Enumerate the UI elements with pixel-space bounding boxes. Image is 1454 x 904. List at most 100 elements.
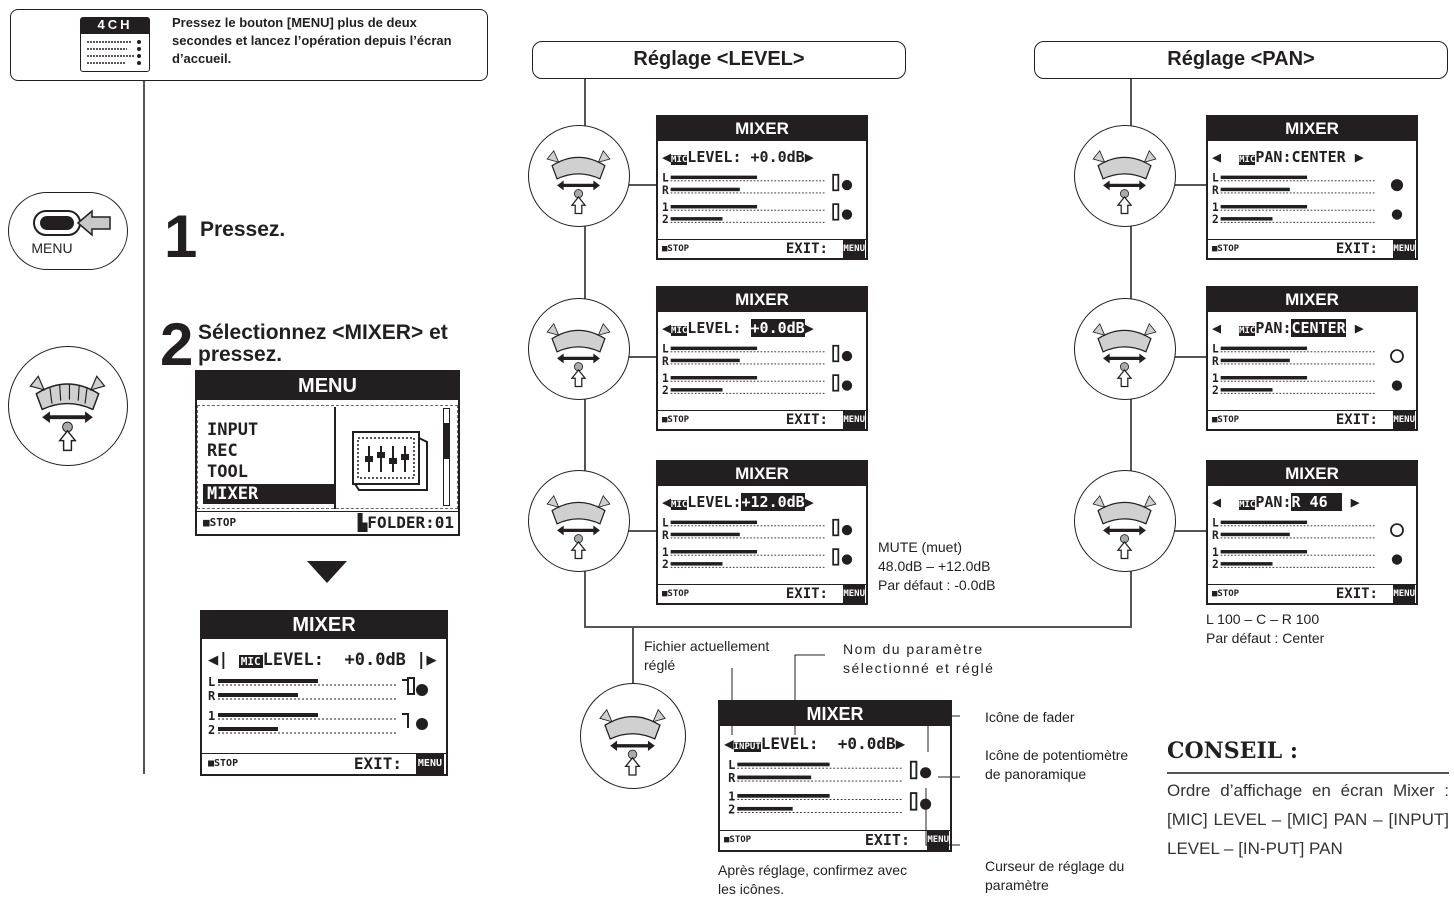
svg-text:R: R <box>1212 355 1219 368</box>
menu-scrollbar[interactable] <box>443 408 450 506</box>
mixer-pan-row: ◀ MICPAN:CENTER ▶ <box>1208 148 1416 166</box>
pan-range-notes: L 100 – C – R 100 Par défaut : Center <box>1206 610 1406 648</box>
left-arrow-icon[interactable]: ◀| <box>208 650 239 670</box>
badge-meter-icon <box>80 33 150 72</box>
badge-label: 4CH <box>80 17 150 33</box>
left-arrow-icon[interactable]: ◀ <box>1212 493 1231 511</box>
level-label: LEVEL: <box>687 319 742 337</box>
left-arrow-icon[interactable]: ◀ <box>1212 319 1231 337</box>
divider <box>334 407 336 509</box>
level-label: LEVEL: <box>760 734 819 753</box>
svg-text:2: 2 <box>728 802 735 816</box>
stop-key-label: ■STOP <box>203 516 237 529</box>
exit-label: EXIT: <box>864 831 910 849</box>
svg-text:R: R <box>1212 529 1219 542</box>
svg-text:R: R <box>1212 184 1219 197</box>
mixer-title: MIXER <box>1208 117 1416 141</box>
exit-label: EXIT: <box>353 754 402 773</box>
svg-text:L: L <box>662 172 669 185</box>
left-arrow-icon[interactable]: ◀ <box>662 493 672 511</box>
right-arrow-icon[interactable]: |▶ <box>405 650 437 670</box>
annotation-confirm: Après réglage, confirmez avec les icônes… <box>718 862 908 897</box>
left-arrow-icon[interactable]: ◀ <box>1212 148 1231 166</box>
menu-item-tool[interactable]: TOOL <box>207 462 248 482</box>
level-value: +0.0dB <box>344 650 406 670</box>
right-arrow-icon[interactable]: ▶ <box>804 148 814 166</box>
step-2-text: Sélectionnez <MIXER> et pressez. <box>198 321 448 366</box>
left-arrow-icon[interactable]: ◀ <box>724 734 734 753</box>
menu-item-mixer[interactable]: MIXER <box>203 484 335 504</box>
svg-text:1: 1 <box>208 709 215 723</box>
menu-item-input[interactable]: INPUT <box>207 420 259 440</box>
exit-label: EXIT: <box>785 412 828 428</box>
level-label: LEVEL: <box>687 148 742 166</box>
menu-key-label[interactable]: MENU <box>1393 240 1415 258</box>
level-label: LEVEL: <box>687 493 742 511</box>
dial-level-3[interactable] <box>528 470 630 572</box>
level-range-span: 48.0dB – +12.0dB <box>878 558 991 574</box>
stop-key-label: ■STOP <box>1212 244 1240 254</box>
jog-dial-icon <box>546 149 611 215</box>
connector <box>1174 356 1206 358</box>
svg-text:L: L <box>1212 517 1219 530</box>
svg-text:R: R <box>662 529 669 542</box>
dial-pan-2[interactable] <box>1074 298 1176 400</box>
jog-dial-icon <box>1092 494 1157 560</box>
menu-lcd-screen: MENU INPUT REC TOOL MIXER ■STOP ▙FOLDER:… <box>195 370 460 536</box>
mixer-footer: ■STOP EXIT: MENU <box>658 584 866 603</box>
right-arrow-icon[interactable]: ▶ <box>1350 493 1360 511</box>
mixer-level-row: ◀MICLEVEL: +0.0dB▶ <box>658 319 866 337</box>
dial-pan-1[interactable] <box>1074 125 1176 227</box>
mic-tag: MIC <box>671 155 688 165</box>
right-arrow-icon[interactable]: ▶ <box>1354 148 1364 166</box>
menu-key-label[interactable]: MENU <box>415 754 444 774</box>
level-label: LEVEL: <box>262 650 325 670</box>
dial-pan-3[interactable] <box>1074 470 1176 572</box>
right-arrow-icon[interactable]: ▶ <box>895 734 906 753</box>
menu-item-rec[interactable]: REC <box>207 441 238 461</box>
level-range-notes: MUTE (muet) 48.0dB – +12.0dB Par défaut … <box>878 538 1058 595</box>
step-1-text: Pressez. <box>200 218 286 241</box>
svg-text:1: 1 <box>1212 201 1219 214</box>
dial-level-2[interactable] <box>528 298 630 400</box>
menu-key-label[interactable]: MENU <box>1393 585 1415 603</box>
jog-dial-icon <box>29 375 106 452</box>
mixer-level-row: ◀MICLEVEL:+12.0dB▶ <box>658 493 866 511</box>
left-arrow-icon[interactable]: ◀ <box>662 148 672 166</box>
right-arrow-icon[interactable]: ▶ <box>1354 319 1364 337</box>
dial-diagram[interactable] <box>580 683 686 789</box>
menu-key-label[interactable]: MENU <box>843 411 865 429</box>
left-arrow-icon[interactable]: ◀ <box>662 319 672 337</box>
input-tag: INPUT <box>733 742 761 752</box>
mic-tag: MIC <box>671 500 688 510</box>
menu-key-label[interactable]: MENU <box>1393 411 1415 429</box>
right-arrow-icon[interactable]: ▶ <box>804 493 814 511</box>
left-guide-line <box>143 81 145 774</box>
connector <box>1174 530 1206 532</box>
mixer-title: MIXER <box>1208 288 1416 312</box>
mixer-title: MIXER <box>658 462 866 486</box>
mixer-pan-row: ◀ MICPAN:R 46 ▶ <box>1208 493 1416 511</box>
mic-tag: MIC <box>1239 326 1256 336</box>
menu-key-label[interactable]: MENU <box>843 585 865 603</box>
folder-label: ▙FOLDER:01 <box>357 513 454 532</box>
dial-step-2[interactable] <box>8 346 128 466</box>
svg-text:1: 1 <box>662 201 669 214</box>
pan-value-selected: CENTER <box>1291 319 1346 337</box>
mixer-footer: ■STOP EXIT: MENU <box>202 753 446 774</box>
dial-level-1[interactable] <box>528 125 630 227</box>
right-arrow-icon[interactable]: ▶ <box>804 319 814 337</box>
join-flow-line <box>584 626 1132 628</box>
jog-dial-icon <box>1092 149 1157 215</box>
pan-section-header: Réglage <PAN> <box>1034 41 1448 79</box>
menu-button[interactable] <box>20 197 120 267</box>
exit-label: EXIT: <box>785 586 828 602</box>
jog-dial-icon <box>599 708 666 776</box>
svg-text:R: R <box>662 355 669 368</box>
exit-label: EXIT: <box>785 241 828 257</box>
level-range-default: Par défaut : -0.0dB <box>878 577 996 593</box>
menu-key-label[interactable]: MENU <box>843 240 865 258</box>
